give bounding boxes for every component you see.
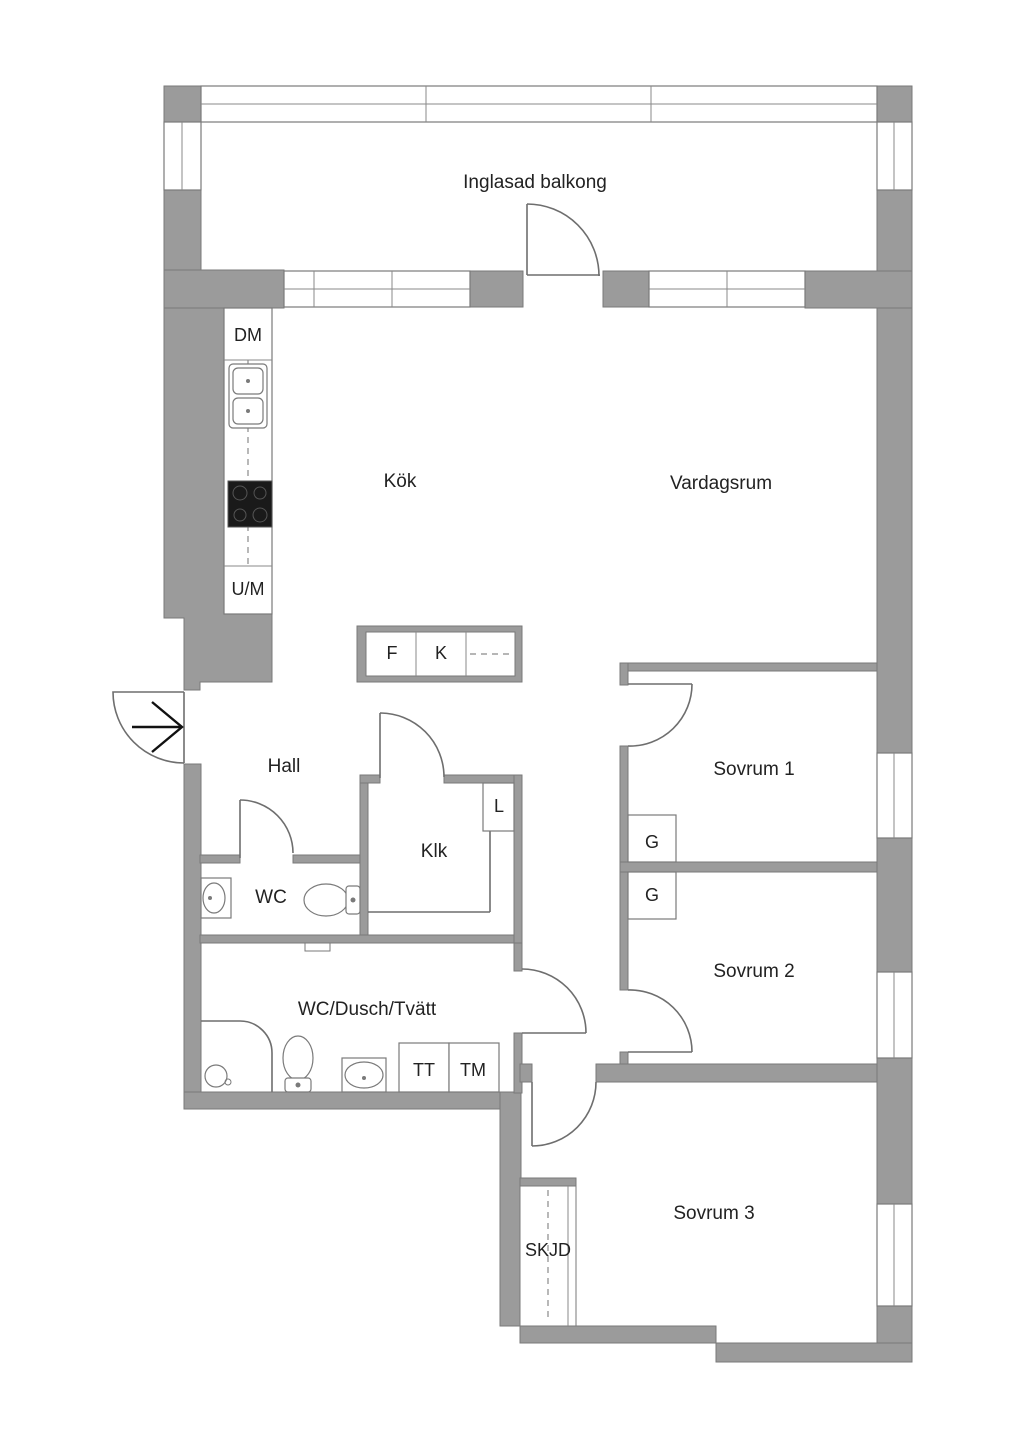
room-label-closet: Klk — [421, 841, 448, 862]
kitchen-counter — [223, 307, 512, 676]
washer-label: TM — [460, 1060, 486, 1080]
room-label-kitchen: Kök — [384, 471, 417, 492]
closet-fixtures — [368, 782, 515, 913]
bathroom-fixtures — [201, 942, 500, 1093]
wc-fixtures — [200, 877, 361, 919]
dryer-label: TT — [413, 1060, 435, 1080]
fridge-label: F — [387, 643, 398, 663]
wc-basin-icon — [200, 877, 232, 919]
wardrobe1-label: G — [645, 832, 659, 852]
entrance-arrow-icon — [132, 701, 184, 753]
interior-walls — [199, 625, 878, 1327]
room-label-bedroom3: Sovrum 3 — [673, 1203, 754, 1224]
cooktop-icon — [227, 480, 273, 528]
room-label-bedroom2: Sovrum 2 — [713, 961, 794, 982]
room-label-balcony: Inglasad balkong — [463, 172, 607, 193]
windows — [163, 85, 913, 1307]
wardrobe2-label: G — [645, 885, 659, 905]
bathroom-basin-icon — [341, 1057, 387, 1093]
bathroom-toilet-icon — [282, 1035, 314, 1093]
room-label-bedroom1: Sovrum 1 — [713, 759, 794, 780]
room-label-living: Vardagsrum — [670, 473, 772, 494]
room-label-hall: Hall — [268, 756, 301, 777]
shower-drain-icon — [204, 1064, 232, 1088]
fixture-labels: DM U/M F K L G G TT TM SKJD — [232, 325, 660, 1260]
wardrobes — [547, 814, 677, 1326]
sliding-wardrobe-label: SKJD — [525, 1240, 571, 1260]
freezer-label: K — [435, 643, 447, 663]
room-labels: Inglasad balkong Kök Vardagsrum Hall Klk… — [255, 172, 794, 1224]
room-label-wc: WC — [255, 887, 287, 908]
doors — [112, 203, 693, 1147]
wc-toilet-icon — [303, 883, 361, 917]
kitchen-sink-icon — [228, 363, 268, 429]
exterior-walls — [163, 85, 913, 1363]
room-label-bathroom: WC/Dusch/Tvätt — [298, 999, 437, 1020]
microwave-oven-label: U/M — [232, 579, 265, 599]
linen-label: L — [494, 796, 504, 816]
dishwasher-label: DM — [234, 325, 262, 345]
